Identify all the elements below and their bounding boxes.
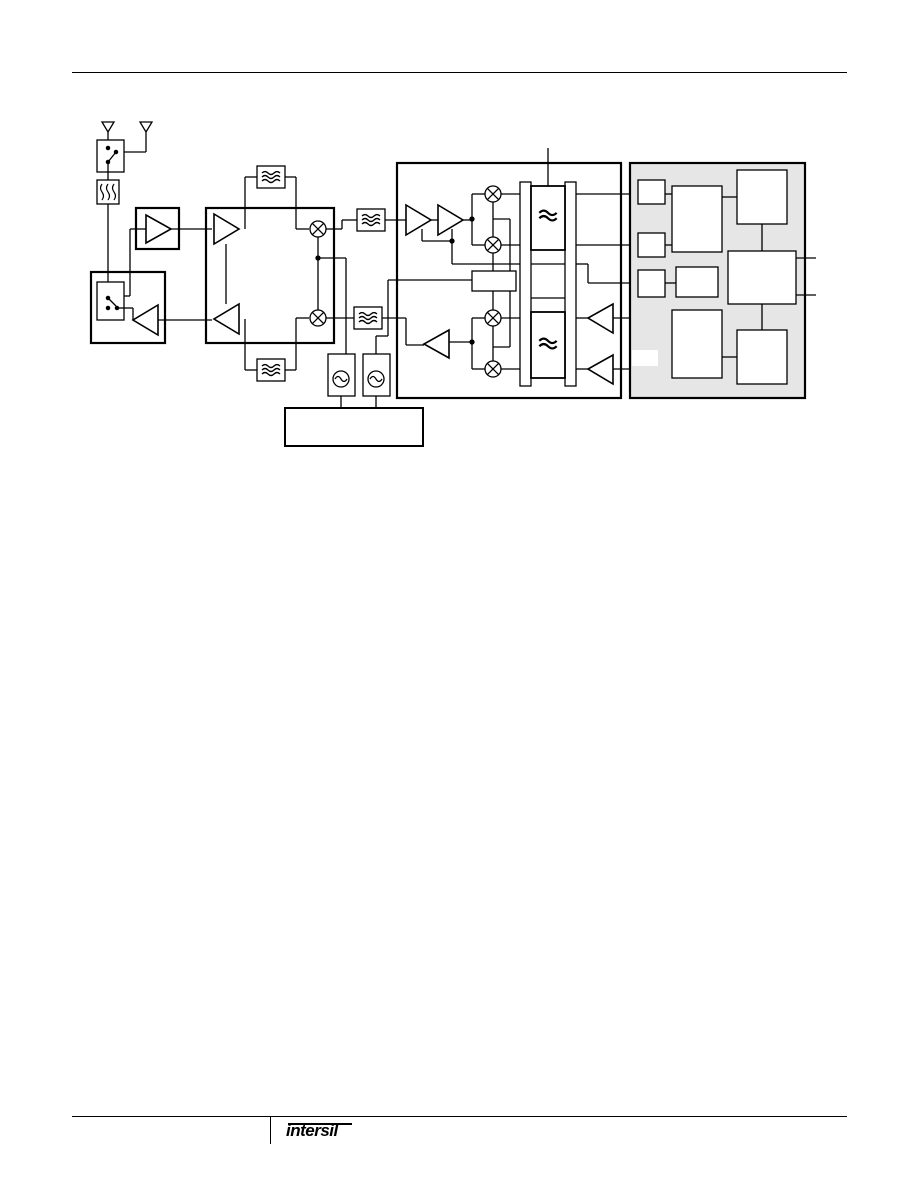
- footer-divider: [270, 1116, 271, 1144]
- tr-switch-module: [89, 270, 167, 345]
- amplifier-icon: [212, 302, 240, 336]
- amplifier-icon: [131, 303, 159, 337]
- header-rule: [72, 72, 847, 73]
- oscillator-icon: [327, 353, 356, 397]
- bus-bar: [564, 181, 577, 387]
- amplifier-icon: [586, 302, 614, 335]
- mixer-icon: [484, 360, 502, 378]
- amplifier-icon: [437, 203, 465, 237]
- bandpass-filter-icon: [256, 165, 286, 189]
- bandpass-filter-icon: [356, 208, 386, 232]
- rf-switch-icon: [96, 281, 125, 321]
- rf-switch-icon: [96, 139, 125, 173]
- amplifier-icon: [422, 328, 450, 360]
- mixer-icon: [484, 185, 502, 203]
- brand-logo-text: intersil: [286, 1121, 338, 1140]
- footer-rule: [72, 1116, 847, 1117]
- bus-bar: [519, 181, 532, 387]
- modulator-block: [671, 309, 723, 379]
- bandpass-filter-icon: [256, 358, 286, 382]
- amplifier-icon: [405, 203, 433, 237]
- label-mask: [632, 350, 658, 366]
- antenna-icon: [124, 121, 154, 153]
- adc-block: [637, 232, 666, 258]
- scrambler-block: [736, 329, 788, 385]
- mixer-icon: [309, 220, 327, 238]
- quadrature-module: [395, 161, 623, 400]
- mac-interface-block: [727, 250, 797, 305]
- amplifier-icon: [586, 353, 614, 386]
- mixer-icon: [309, 309, 327, 327]
- control-block: [675, 266, 719, 298]
- amplifier-icon: [145, 213, 173, 245]
- descrambler-block: [736, 169, 788, 225]
- mixer-icon: [484, 236, 502, 254]
- bandpass-filter-icon: [96, 179, 120, 205]
- amplifier-icon: [213, 212, 241, 246]
- bandpass-filter-icon: [353, 306, 383, 330]
- phase-splitter-block: [471, 270, 517, 292]
- lowpass-filter-icon: [530, 185, 566, 251]
- antenna-icon: [100, 121, 116, 140]
- adc-block: [637, 179, 666, 205]
- adc-block: [637, 269, 666, 298]
- demodulator-block: [671, 185, 723, 253]
- synthesizer-block: [284, 407, 424, 447]
- oscillator-icon: [362, 353, 391, 397]
- converter-module: [204, 206, 336, 345]
- brand-logo: intersil: [286, 1121, 338, 1141]
- mixer-icon: [484, 309, 502, 327]
